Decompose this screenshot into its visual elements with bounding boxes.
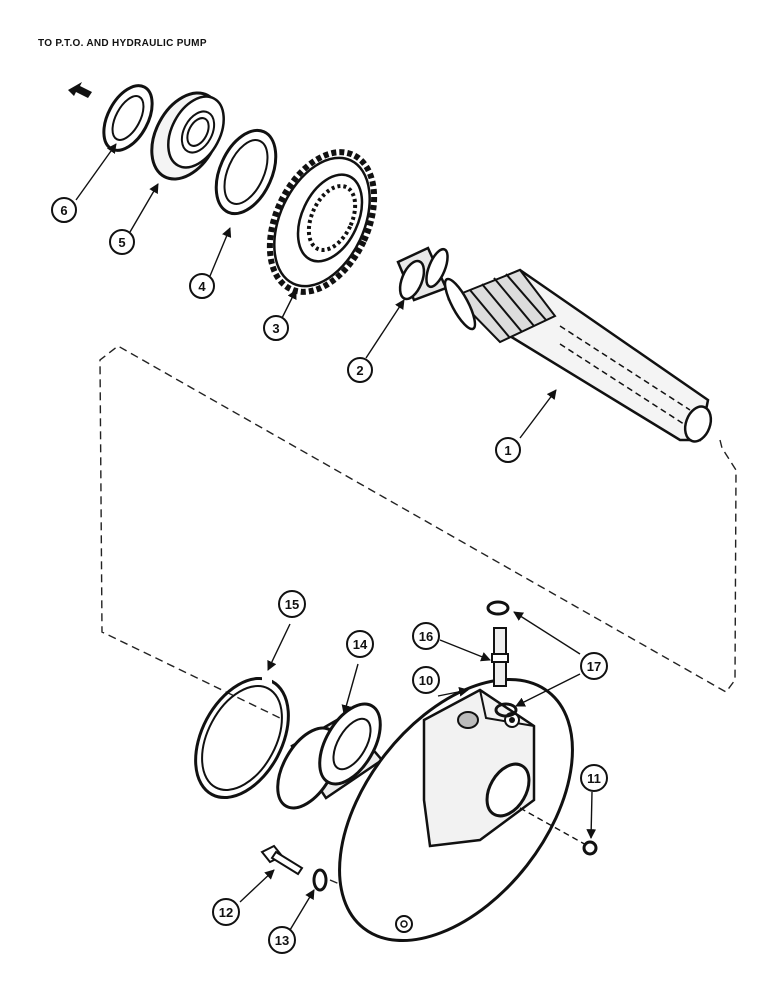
callout-14-label: 14 xyxy=(353,637,368,652)
gear-part xyxy=(266,149,378,295)
callout-6: 6 xyxy=(51,197,77,223)
callout-5-label: 5 xyxy=(118,235,125,250)
housing-plate-part xyxy=(338,677,574,943)
small-nut-part xyxy=(582,840,598,856)
needle-bearing-part xyxy=(276,702,384,810)
callout-12-label: 12 xyxy=(219,905,233,920)
bearing-part xyxy=(150,91,225,181)
callout-15: 15 xyxy=(278,590,306,618)
snap-ring-part xyxy=(194,674,290,800)
callout-14: 14 xyxy=(346,630,374,658)
bushing-part xyxy=(396,246,449,302)
callout-13: 13 xyxy=(268,926,296,954)
callout-17: 17 xyxy=(580,652,608,680)
callout-2-label: 2 xyxy=(356,363,363,378)
o-ring-parts xyxy=(486,600,518,718)
direction-arrow-icon xyxy=(68,82,92,98)
callout-11-label: 11 xyxy=(587,771,601,786)
alignment-dashed-line xyxy=(99,345,737,719)
callout-3-label: 3 xyxy=(272,321,279,336)
callout-3: 3 xyxy=(263,315,289,341)
diagram-title: TO P.T.O. AND HYDRAULIC PUMP xyxy=(38,38,207,49)
lock-washer-part xyxy=(312,868,328,892)
callout-1-label: 1 xyxy=(504,443,511,458)
callout-13-label: 13 xyxy=(275,933,289,948)
callout-4: 4 xyxy=(189,273,215,299)
callout-10-label: 10 xyxy=(419,673,433,688)
bolt-part xyxy=(260,844,304,876)
callout-10: 10 xyxy=(412,666,440,694)
callout-2: 2 xyxy=(347,357,373,383)
pin-part xyxy=(491,627,509,687)
washer-part xyxy=(214,128,278,216)
callout-15-label: 15 xyxy=(285,597,299,612)
leader-lines xyxy=(75,143,597,931)
callout-12: 12 xyxy=(212,898,240,926)
callout-16-label: 16 xyxy=(419,629,433,644)
shaft-part xyxy=(443,268,713,443)
callout-5: 5 xyxy=(109,229,135,255)
callout-11: 11 xyxy=(580,764,608,792)
callout-16: 16 xyxy=(412,622,440,650)
callout-17-label: 17 xyxy=(587,659,601,674)
callout-6-label: 6 xyxy=(60,203,67,218)
callout-1: 1 xyxy=(495,437,521,463)
callout-4-label: 4 xyxy=(198,279,206,294)
